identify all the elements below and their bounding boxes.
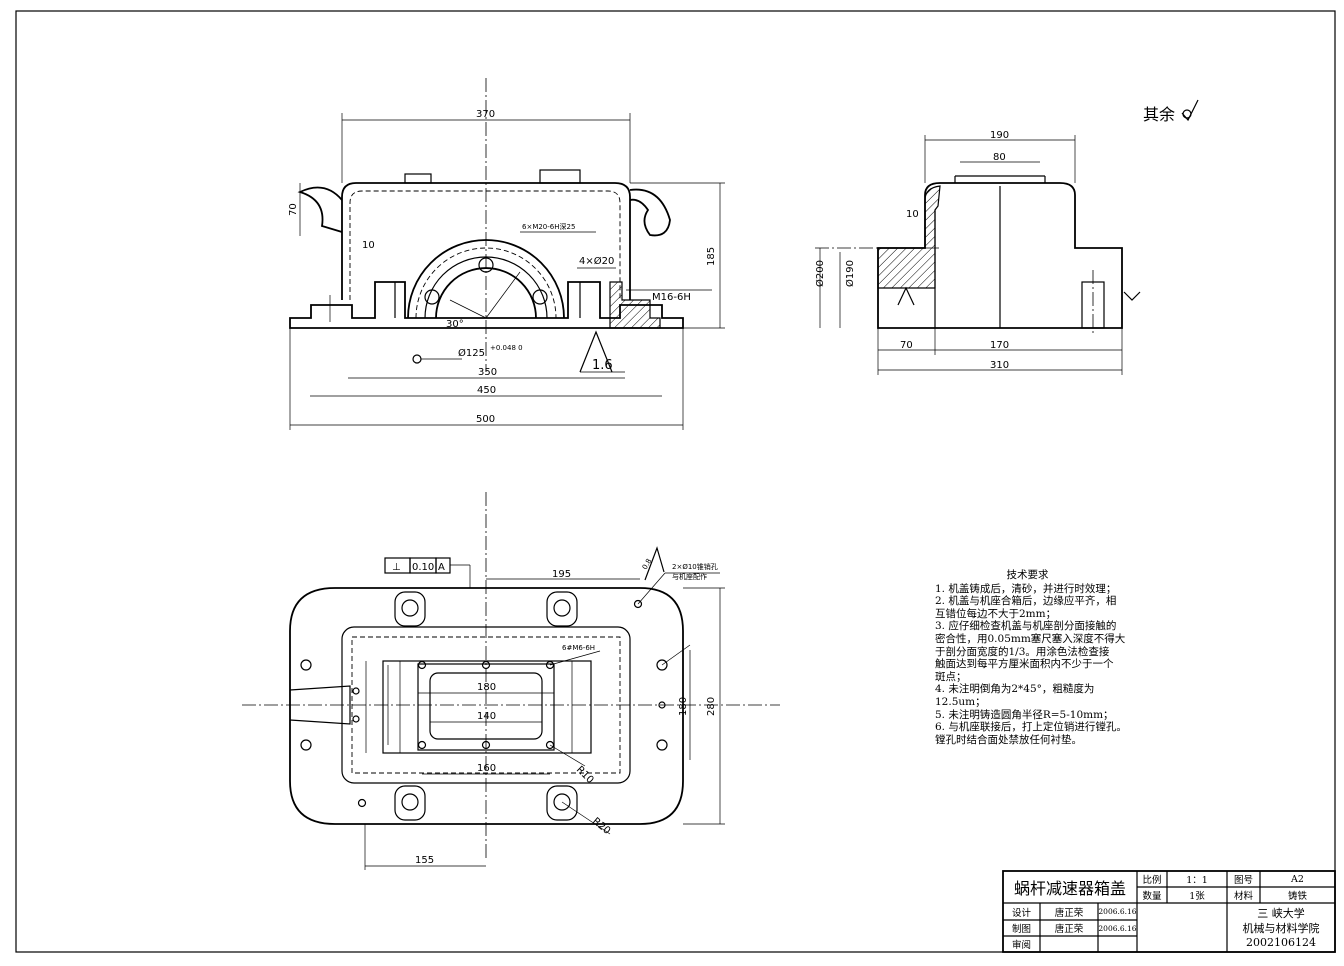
drawing-no-label: 图号 <box>1233 875 1253 886</box>
scale-label: 比例 <box>1142 875 1162 886</box>
college: 机械与材料学院 <box>1242 921 1320 935</box>
top-dim-195: 195 <box>552 569 571 580</box>
part-name: 蜗杆减速器箱盖 <box>1013 879 1126 898</box>
dim-450: 450 <box>477 385 496 396</box>
technical-requirements: 技术要求 1. 机盖铸成后，清砂，并进行时效理； 2. 机盖与机座合箱后，边缘应… <box>935 569 1150 746</box>
top-dim-180v: 180 <box>678 697 689 716</box>
school: 三 峡大学 <box>1257 906 1305 920</box>
dim-bore: Ø125 <box>458 347 485 359</box>
drawing-border <box>15 10 1336 953</box>
dim-angle: 30° <box>446 319 464 330</box>
top-dim-155: 155 <box>415 855 434 866</box>
notes-line: 2. 机盖与机座合箱后，边缘应平齐，相 <box>935 595 1117 608</box>
side-dim-310: 310 <box>990 360 1009 371</box>
review-label: 审阅 <box>1011 940 1031 951</box>
notes-line: 触面达到每平方厘米面积内不少于一个 <box>935 658 1114 671</box>
side-dim-190: 190 <box>990 130 1009 141</box>
front-view: 370 6×M20-6H深25 4×Ø20 Ø125 +0.048 0 30° … <box>288 78 725 430</box>
side-dim-200: Ø200 <box>814 260 826 287</box>
notes-line: 6. 与机座联接后，打上定位销进行镗孔。 <box>935 721 1127 734</box>
scale-value: 1：1 <box>1186 875 1208 886</box>
top-dim-140: 140 <box>477 711 496 722</box>
top-dim-280: 280 <box>706 697 717 716</box>
dim-10: 10 <box>362 240 375 251</box>
surface-note: 其余 <box>1143 105 1176 124</box>
dim-500: 500 <box>476 414 495 425</box>
side-dim-80: 80 <box>993 152 1006 163</box>
notes-line: 4. 未注明倒角为2*45°，粗糙度为 <box>935 683 1095 696</box>
dim-70: 70 <box>288 203 299 216</box>
design-name: 唐正荣 <box>1054 907 1084 919</box>
quantity-label: 数量 <box>1142 891 1162 902</box>
thread-note: 6#M6-6H <box>562 644 595 652</box>
notes-line: 斑点； <box>935 670 967 683</box>
notes-line: 密合性，用0.05mm塞尺塞入深度不得大 <box>935 632 1126 645</box>
dim-roughness: 1.6 <box>592 358 613 373</box>
tol-datum: A <box>438 562 445 573</box>
dim-bolt-note: 6×M20-6H深25 <box>522 222 575 231</box>
tol-symbol: ⊥ <box>392 562 401 573</box>
notes-line: 互错位每边不大于2mm； <box>935 607 1057 620</box>
dim-oil-plug: M16-6H <box>652 292 691 303</box>
title-block: 蜗杆减速器箱盖 比例 1：1 图号 A2 数量 1张 材料 铸铁 设计 唐正荣 … <box>1003 871 1335 952</box>
notes-line: 3. 应仔细检查机盖与机座剖分面接触的 <box>935 620 1117 633</box>
material-label: 材料 <box>1233 891 1253 902</box>
notes-line: 于剖分面宽度的1/3。用涂色法检查接 <box>935 645 1110 658</box>
quantity-value: 1张 <box>1189 891 1205 902</box>
side-dim-190b: Ø190 <box>844 260 856 287</box>
drawing-no-value: A2 <box>1291 873 1304 885</box>
notes-line: 12.5um； <box>935 695 986 708</box>
design-date: 2006.6.16 <box>1098 907 1137 916</box>
dim-bore-tol: +0.048 0 <box>490 344 523 352</box>
top-dim-160: 160 <box>477 763 496 774</box>
draw-date: 2006.6.16 <box>1098 923 1137 933</box>
notes-line: 5. 未注明铸造圆角半径R=5-10mm； <box>935 708 1114 721</box>
notes-line: 1. 机盖铸成后，清砂，并进行时效理； <box>935 582 1117 595</box>
dim-370: 370 <box>476 109 495 120</box>
roughness-symbol <box>1181 99 1199 122</box>
top-roughness: 0.8 <box>641 557 653 571</box>
material-value: 铸铁 <box>1287 891 1307 902</box>
notes-title: 技术要求 <box>1006 569 1049 581</box>
notes-line: 镗孔时结合面处禁放任何衬垫。 <box>935 733 1082 746</box>
dim-holes: 4×Ø20 <box>579 255 614 267</box>
draw-label: 制图 <box>1011 924 1031 935</box>
top-radius-20: R20 <box>590 816 612 837</box>
dim-350: 350 <box>478 367 497 378</box>
pin-note-2: 与机座配作 <box>672 572 707 581</box>
top-dim-180: 180 <box>477 682 496 693</box>
top-view: ⊥ 0.10 A 195 2×Ø10锥销孔 与机座配作 0.8 6#M6-6H … <box>242 492 780 870</box>
side-view: 190 80 10 Ø200 Ø190 70 170 310 <box>814 130 1141 375</box>
student-id: 2002106124 <box>1246 936 1316 949</box>
side-dim-10: 10 <box>906 209 919 220</box>
side-dim-170: 170 <box>990 340 1009 351</box>
side-dim-70: 70 <box>900 340 913 351</box>
dim-185: 185 <box>706 247 717 266</box>
title-block-grid <box>1002 870 1336 953</box>
design-label: 设计 <box>1011 907 1031 919</box>
draw-name: 唐正荣 <box>1054 924 1084 935</box>
tol-value: 0.10 <box>412 562 434 573</box>
top-view-bolts <box>300 591 668 821</box>
pin-note-1: 2×Ø10锥销孔 <box>672 562 718 571</box>
